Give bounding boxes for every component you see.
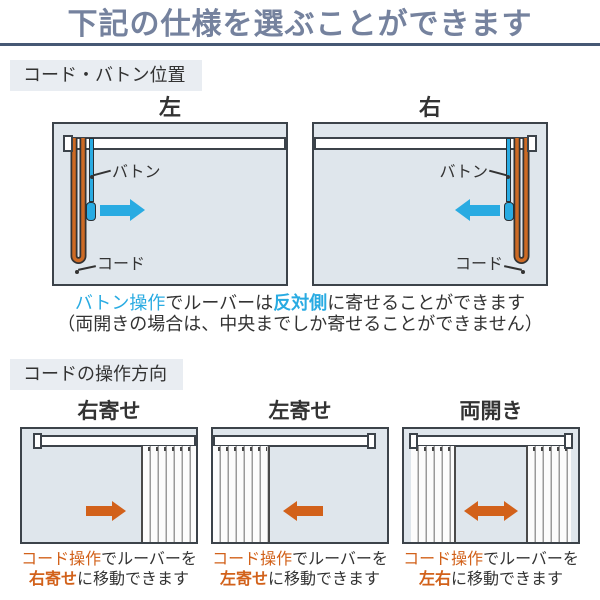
caption-text: でルーバーを [101, 551, 197, 568]
headrail-end-cap [33, 433, 42, 449]
baton-grip [86, 202, 96, 221]
cord-pointer-dot [75, 270, 79, 274]
cord-icon [513, 138, 530, 264]
louver-panel-right [526, 446, 571, 542]
arrow-head [130, 199, 145, 221]
caption-text: でルーバーを [292, 551, 388, 568]
section-heading-cord-baton-position: コード・バトン位置 [10, 60, 202, 91]
blind-box-right: バトン コード [312, 122, 548, 286]
cord-pointer-dot [521, 270, 525, 274]
arrow-head [283, 501, 297, 521]
caption-text: に移動できます [77, 571, 190, 588]
arrow-right-icon [100, 199, 145, 221]
cord-icon [70, 138, 87, 264]
diagram-align-left: 左寄せ コード操作でルーバーを 左寄せに移動できます [211, 398, 389, 590]
cord-label: コード [97, 256, 146, 273]
arrow-head-left [464, 501, 478, 521]
highlight-cord-operation: コード操作 [212, 551, 293, 568]
highlight-cord-operation: コード操作 [21, 551, 102, 568]
cord-baton-position-diagrams: 左 バトン コード 右 [0, 95, 600, 286]
caption-text: でルーバーは [165, 293, 274, 313]
blind-box-both-open [402, 427, 580, 544]
louver-panel-left [411, 446, 456, 542]
arrow-both-icon [464, 501, 518, 521]
baton-leader-line [489, 169, 507, 177]
headrail-end-cap [63, 135, 73, 152]
highlight-align-left: 左寄せ [219, 571, 268, 588]
arrow-shaft [86, 506, 112, 516]
headrail-end-cap [527, 135, 537, 152]
baton-label: バトン [112, 164, 161, 181]
baton-label: バトン [439, 164, 488, 181]
headrail [314, 137, 534, 150]
baton-pointer-dot [506, 175, 510, 179]
caption-text: に移動できます [268, 571, 381, 588]
highlight-opposite-side: 反対側 [273, 293, 328, 313]
diagram-align-right: 右寄せ コード操作でルーバーを 右寄せに移動できます [20, 398, 198, 590]
page-title: 下記の仕様を選ぶことができます [67, 8, 533, 41]
arrow-head [112, 501, 126, 521]
baton-rod [506, 138, 511, 202]
page-header: 下記の仕様を選ぶことができます [0, 0, 600, 46]
diagram-title-right: 右 [418, 95, 441, 120]
baton-leader-line [93, 169, 111, 177]
louver-panel-left [213, 446, 270, 542]
baton-rod [89, 138, 94, 202]
headrail-end-cap-left [409, 433, 418, 449]
blind-box-align-right [20, 427, 198, 544]
diagram-both-open: 両開き コード操作でルーバーを 左右に移動できます [402, 398, 580, 590]
section1-caption-line2: （両開きの場合は、中央までしか寄せることができません） [57, 314, 543, 334]
louver-panel-right [141, 446, 196, 542]
caption-align-right: コード操作でルーバーを 右寄せに移動できます [20, 550, 198, 590]
section-heading-cord-operation-direction: コードの操作方向 [10, 359, 183, 390]
arrow-left-icon [455, 199, 500, 221]
section1-caption: バトン操作でルーバーは反対側に寄せることができます （両開きの場合は、中央までし… [0, 293, 600, 335]
diagram-title-left: 左 [158, 95, 181, 120]
arrow-shaft [100, 204, 130, 216]
diagram-position-left: 左 バトン コード [52, 95, 288, 286]
highlight-align-right: 右寄せ [28, 571, 77, 588]
diagram-title-align-left: 左寄せ [268, 400, 332, 423]
arrow-shaft [297, 506, 323, 516]
blind-box-align-left [211, 427, 389, 544]
caption-both-open: コード操作でルーバーを 左右に移動できます [402, 550, 580, 590]
highlight-cord-operation: コード操作 [403, 551, 484, 568]
cord-operation-diagrams: 右寄せ コード操作でルーバーを 右寄せに移動できます 左寄せ [0, 398, 600, 590]
blind-box-left: バトン コード [52, 122, 288, 286]
arrow-head-right [504, 501, 518, 521]
section1-caption-line1: バトン操作でルーバーは反対側に寄せることができます [0, 293, 600, 314]
caption-text: でルーバーを [483, 551, 579, 568]
cord-label: コード [454, 256, 503, 273]
diagram-position-right: 右 バトン コード [312, 95, 548, 286]
arrow-right-icon [86, 501, 126, 521]
diagram-title-both-open: 両開き [459, 400, 523, 423]
arrow-shaft [478, 506, 504, 516]
arrow-head [455, 199, 470, 221]
baton-pointer-dot [90, 175, 94, 179]
arrow-shaft [470, 204, 500, 216]
headrail-end-cap [367, 433, 376, 449]
headrail-end-cap-right [564, 433, 573, 449]
headrail [66, 137, 286, 150]
caption-text: に移動できます [451, 571, 564, 588]
baton-grip [504, 202, 514, 221]
highlight-baton-operation: バトン操作 [74, 293, 166, 313]
caption-align-left: コード操作でルーバーを 左寄せに移動できます [211, 550, 389, 590]
caption-text: に寄せることができます [327, 293, 526, 313]
diagram-title-align-right: 右寄せ [77, 400, 141, 423]
highlight-left-right: 左右 [418, 571, 451, 588]
arrow-left-icon [283, 501, 323, 521]
